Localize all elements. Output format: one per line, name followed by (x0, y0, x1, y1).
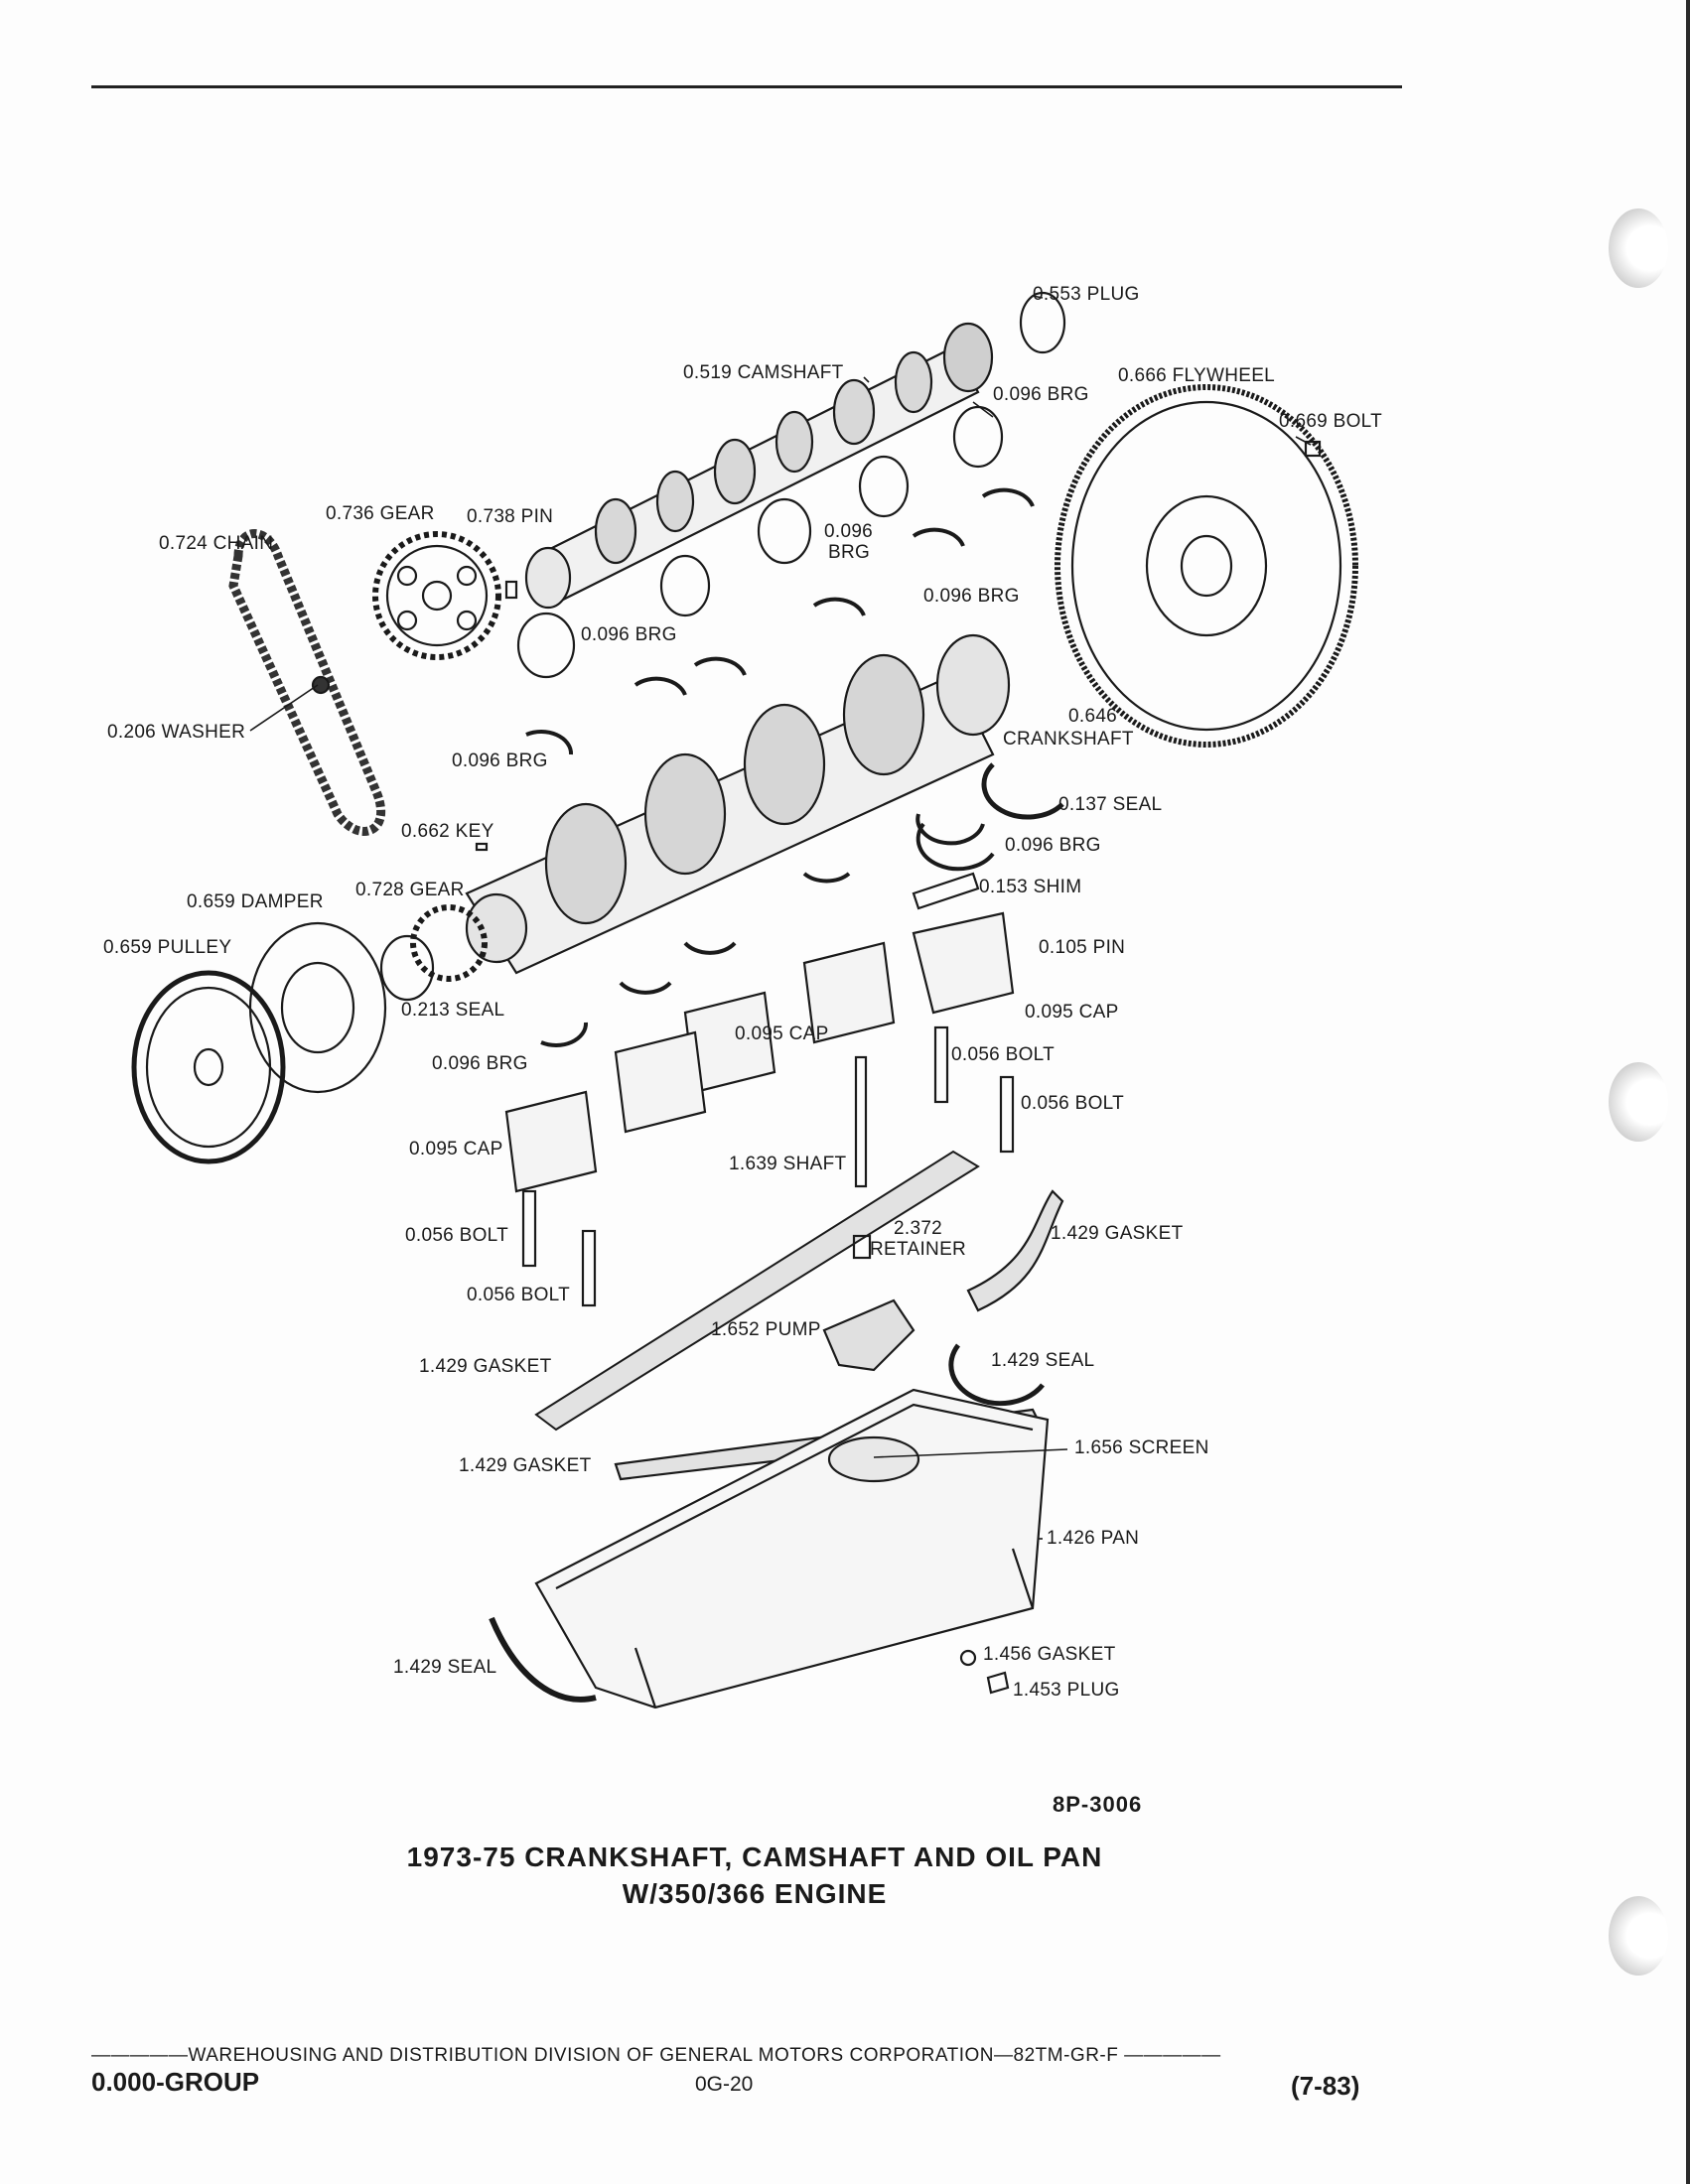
figure-title-line1: 1973-75 CRANKSHAFT, CAMSHAFT AND OIL PAN (406, 1842, 1103, 1872)
main-bearings (525, 487, 1035, 1047)
label-key: 0.662 KEY (401, 821, 494, 842)
plug-1453 (986, 1671, 1010, 1695)
label-seal-0137: 0.137 SEAL (1058, 794, 1162, 815)
cam-bearings (516, 405, 1004, 679)
label-bolt-0669: 0.669 BOLT (1279, 411, 1382, 432)
label-retainer-name: RETAINER (870, 1239, 966, 1260)
label-crank-name: CRANKSHAFT (1003, 729, 1134, 750)
label-brg-left: 0.096 BRG (452, 751, 548, 771)
cap-right-2 (802, 941, 896, 1044)
flywheel (1055, 384, 1358, 748)
label-gasket-lower: 1.429 GASKET (459, 1455, 592, 1476)
footer-group-number: 0.000-GROUP (91, 2067, 260, 2097)
label-shim: 0.153 SHIM (979, 877, 1081, 897)
oil-pump (822, 1298, 915, 1372)
binder-hole-bottom (1609, 1896, 1668, 1976)
label-brg-mid-name: BRG (828, 542, 870, 563)
seal-0213 (379, 934, 435, 1002)
retainer-2372 (852, 1234, 872, 1260)
label-damper: 0.659 DAMPER (187, 891, 324, 912)
seal-1429-right (948, 1343, 1045, 1407)
camshaft (524, 322, 994, 610)
label-retainer-num: 2.372 (894, 1218, 942, 1239)
washer-0206 (311, 675, 331, 695)
label-shaft: 1.639 SHAFT (729, 1154, 846, 1174)
cam-gear (372, 531, 501, 660)
seal-1429-left (489, 1616, 597, 1703)
gasket-right (966, 1189, 1064, 1312)
footer-page-number: 0G-20 (695, 2073, 754, 2096)
key-0662 (475, 842, 489, 852)
label-seal-0213: 0.213 SEAL (401, 1000, 504, 1021)
label-gasket-right: 1.429 GASKET (1051, 1223, 1184, 1244)
label-seal-1429-right: 1.429 SEAL (991, 1350, 1094, 1371)
label-bolt-r1: 0.056 BOLT (951, 1044, 1055, 1065)
bolts (521, 440, 1322, 1307)
label-chain: 0.724 CHAIN (159, 533, 273, 554)
label-flywheel: 0.666 FLYWHEEL (1118, 365, 1275, 386)
footer-division-line: —————WAREHOUSING AND DISTRIBUTION DIVISI… (91, 2045, 1221, 2066)
gasket-left (534, 1150, 980, 1432)
label-pump: 1.652 PUMP (711, 1319, 821, 1340)
label-brg-mid-num: 0.096 (824, 521, 873, 542)
binder-hole-top (1609, 208, 1668, 288)
label-brg-left-upper: 0.096 BRG (581, 624, 677, 645)
bearing-shell-lower (915, 822, 995, 872)
leader-lines (249, 295, 1312, 1540)
plug-0553 (1019, 291, 1066, 354)
label-washer: 0.206 WASHER (107, 722, 245, 743)
pulley (131, 970, 286, 1164)
label-pulley: 0.659 PULLEY (103, 937, 231, 958)
label-gasket-1456: 1.456 GASKET (983, 1644, 1116, 1665)
cap-right (912, 911, 1015, 1015)
label-seal-1429-left: 1.429 SEAL (393, 1657, 496, 1678)
label-brg-top: 0.096 BRG (993, 384, 1089, 405)
label-gear-0728: 0.728 GEAR (355, 880, 465, 900)
seal-0137 (981, 762, 1064, 820)
label-pan: 1.426 PAN (1047, 1528, 1139, 1549)
label-crank-num: 0.646 (1068, 706, 1117, 727)
pin-0738 (504, 580, 518, 600)
label-camshaft: 0.519 CAMSHAFT (683, 362, 844, 383)
label-plug-0553: 0.553 PLUG (1033, 284, 1140, 305)
page-edge (1686, 0, 1690, 2184)
label-screen: 1.656 SCREEN (1074, 1437, 1209, 1458)
shim-0153 (912, 872, 980, 910)
gasket-1456 (959, 1649, 977, 1667)
label-gear-0736: 0.736 GEAR (326, 503, 435, 524)
label-brg-right: 0.096 BRG (923, 586, 1020, 607)
cap-left (504, 1090, 598, 1193)
label-brg-lower-right: 0.096 BRG (1005, 835, 1101, 856)
label-plug-1453: 1.453 PLUG (1013, 1680, 1120, 1701)
label-pin-0738: 0.738 PIN (467, 506, 553, 527)
label-brg-bottom: 0.096 BRG (432, 1053, 528, 1074)
label-cap-mid: 0.095 CAP (735, 1024, 829, 1044)
crankshaft (465, 633, 1011, 975)
binder-hole-middle (1609, 1062, 1668, 1142)
label-cap-right: 0.095 CAP (1025, 1002, 1119, 1023)
figure-id: 8P-3006 (1053, 1792, 1143, 1817)
oil-pan (534, 1388, 1050, 1709)
label-pin-0105: 0.105 PIN (1039, 937, 1125, 958)
label-cap-left: 0.095 CAP (409, 1139, 503, 1160)
crank-gear (410, 904, 488, 982)
figure-title-line2: W/350/366 ENGINE (622, 1878, 888, 1909)
timing-chain (228, 529, 386, 836)
shaft-1639 (854, 1055, 868, 1188)
label-bolt-l2: 0.056 BOLT (467, 1285, 570, 1305)
label-bolt-l1: 0.056 BOLT (405, 1225, 508, 1246)
label-bolt-r2: 0.056 BOLT (1021, 1093, 1124, 1114)
label-gasket-left: 1.429 GASKET (419, 1356, 552, 1377)
cap-mid-2 (614, 1030, 707, 1134)
header-rule (91, 85, 1402, 88)
footer-revision-date: (7-83) (1291, 2071, 1360, 2101)
